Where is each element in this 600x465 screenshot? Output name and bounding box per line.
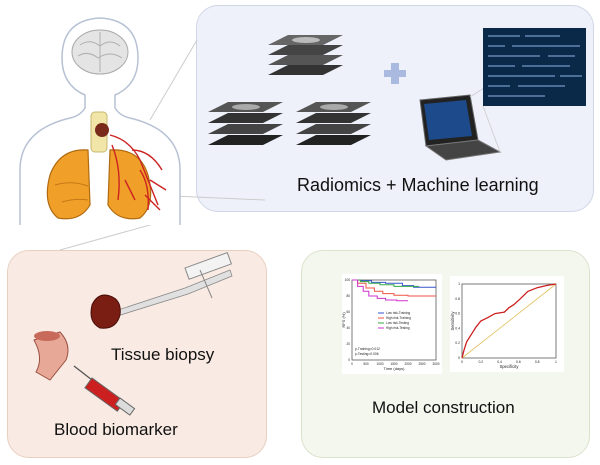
km-xtick-label: 500 bbox=[363, 362, 369, 366]
km-legend-entry: High risk-Testing bbox=[386, 326, 410, 330]
km-xtick-label: 2000 bbox=[404, 362, 411, 366]
roc-ytick-label: 0 bbox=[458, 356, 460, 360]
km-xtick-label: 0 bbox=[351, 362, 353, 366]
km-ytick-label: 100 bbox=[345, 278, 351, 282]
roc-xtick-label: 1 bbox=[555, 360, 557, 364]
blood-vessel-sample-icon bbox=[33, 331, 69, 381]
roc-xlabel: Specificity bbox=[500, 364, 520, 369]
km-pvalue-label: p-Training=0.012 bbox=[355, 347, 380, 351]
radiomics-label: Radiomics + Machine learning bbox=[297, 175, 539, 195]
ct-slices-top-icon bbox=[268, 35, 343, 75]
km-legend-entry: High risk-Training bbox=[386, 316, 411, 320]
km-pvalue-label: p-Testing=0.006 bbox=[355, 352, 379, 356]
km-axes-frame bbox=[351, 279, 437, 361]
km-legend-entry: Low risk-Training bbox=[386, 311, 410, 315]
ct-slices-right-icon bbox=[296, 102, 371, 145]
human-figure-icon bbox=[19, 17, 181, 225]
km-ytick-label: 0 bbox=[348, 358, 350, 362]
roc-curve-line bbox=[461, 283, 557, 359]
km-xtick-label: 1000 bbox=[376, 362, 383, 366]
roc-ytick-label: 0.4 bbox=[455, 326, 460, 330]
plus-icon bbox=[384, 63, 406, 84]
km-xtick-label: 2500 bbox=[418, 362, 425, 366]
ct-slices-left-icon bbox=[208, 102, 283, 145]
km-xtick-label: 3000 bbox=[432, 362, 439, 366]
km-xlabel: Time (days) bbox=[384, 366, 406, 371]
km-xtick-label: 1500 bbox=[390, 362, 397, 366]
roc-chart-bg bbox=[450, 276, 564, 372]
roc-ytick-label: 1 bbox=[458, 282, 460, 286]
brain-icon bbox=[71, 29, 129, 75]
machine-learning-code-icon bbox=[482, 28, 586, 153]
km-series-line bbox=[352, 279, 420, 287]
roc-reference-line bbox=[461, 283, 557, 359]
tumor-icon bbox=[95, 123, 109, 137]
km-ytick-label: 80 bbox=[346, 294, 350, 298]
roc-xtick-label: 0.2 bbox=[478, 360, 483, 364]
roc-xtick-label: 0.6 bbox=[516, 360, 521, 364]
roc-ytick-label: 0.6 bbox=[455, 312, 460, 316]
km-chart-bg bbox=[342, 274, 442, 374]
laptop-icon bbox=[419, 87, 502, 161]
km-ytick-label: 40 bbox=[346, 326, 350, 330]
roc-ylabel: Sensitivity bbox=[450, 311, 455, 331]
km-legend-entry: Low risk-Testing bbox=[386, 321, 409, 325]
model-construction-label: Model construction bbox=[372, 398, 515, 417]
roc-xtick-label: 0.4 bbox=[497, 360, 502, 364]
roc-ytick-label: 0.8 bbox=[455, 297, 460, 301]
roc-ytick-label: 0.2 bbox=[455, 341, 460, 345]
blood-syringe-icon bbox=[73, 365, 136, 416]
blood-vessels-icon bbox=[109, 134, 167, 211]
km-ytick-label: 60 bbox=[346, 310, 350, 314]
km-series-line bbox=[352, 279, 408, 302]
km-series-line bbox=[352, 279, 436, 297]
km-ylabel: RFS (%) bbox=[341, 312, 346, 328]
roc-axes-frame bbox=[461, 283, 557, 359]
km-ytick-label: 20 bbox=[346, 342, 350, 346]
blood-biomarker-label: Blood biomarker bbox=[54, 420, 178, 439]
tissue-biopsy-label: Tissue biopsy bbox=[111, 345, 215, 364]
tissue-sample-icon bbox=[90, 294, 121, 329]
biopsy-needle-icon bbox=[111, 251, 233, 318]
connector-line bbox=[149, 39, 198, 121]
roc-xtick-label: 0 bbox=[461, 360, 463, 364]
roc-xtick-label: 0.8 bbox=[535, 360, 540, 364]
km-survival-chart: 0 500 1000 1500 2000 2500 3000 0 20 40 60 80 100Time… bbox=[341, 274, 442, 374]
